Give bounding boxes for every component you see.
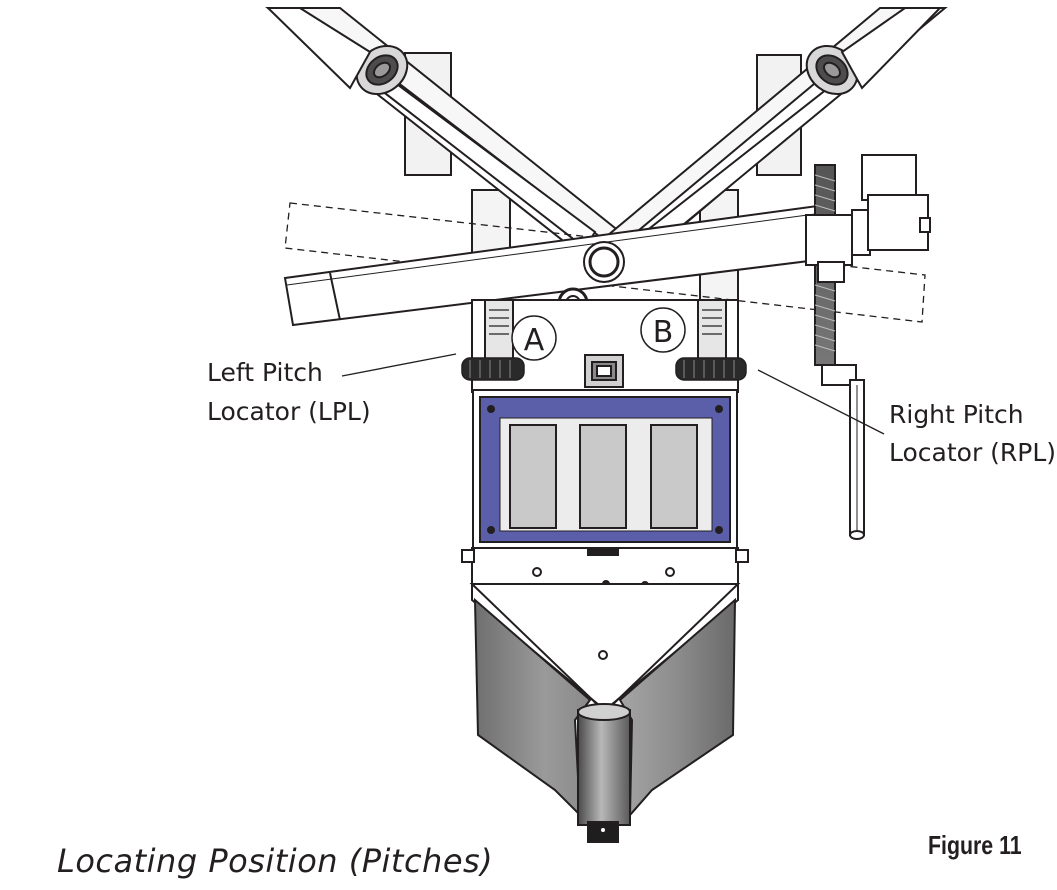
- blue-window-panel: [472, 389, 738, 549]
- right-leader-line: [757, 369, 885, 435]
- left-leader-line: [341, 353, 457, 377]
- left-pitch-locator-knob: [461, 357, 525, 381]
- left-pitch-locator-label-line2: Locator (LPL): [207, 397, 371, 426]
- marker-a-label: A: [524, 323, 545, 358]
- right-pitch-locator-label-line2: Locator (RPL): [889, 438, 1057, 467]
- left-pitch-locator-label-line1: Left Pitch: [207, 358, 323, 387]
- marker-b-label: B: [653, 315, 674, 350]
- figure-number: Figure 11: [928, 830, 1022, 860]
- right-pitch-locator-label-line1: Right Pitch: [889, 400, 1024, 429]
- marker-a: A: [511, 315, 557, 361]
- marker-b: B: [640, 307, 686, 353]
- right-bracket-threaded-rod: [805, 154, 931, 540]
- right-pitch-locator-knob: [675, 357, 747, 381]
- figure-caption: Locating Position (Pitches): [57, 842, 494, 880]
- blade-assembly: [469, 583, 741, 843]
- handle-frame: [265, 7, 948, 306]
- lower-plate: [461, 547, 749, 589]
